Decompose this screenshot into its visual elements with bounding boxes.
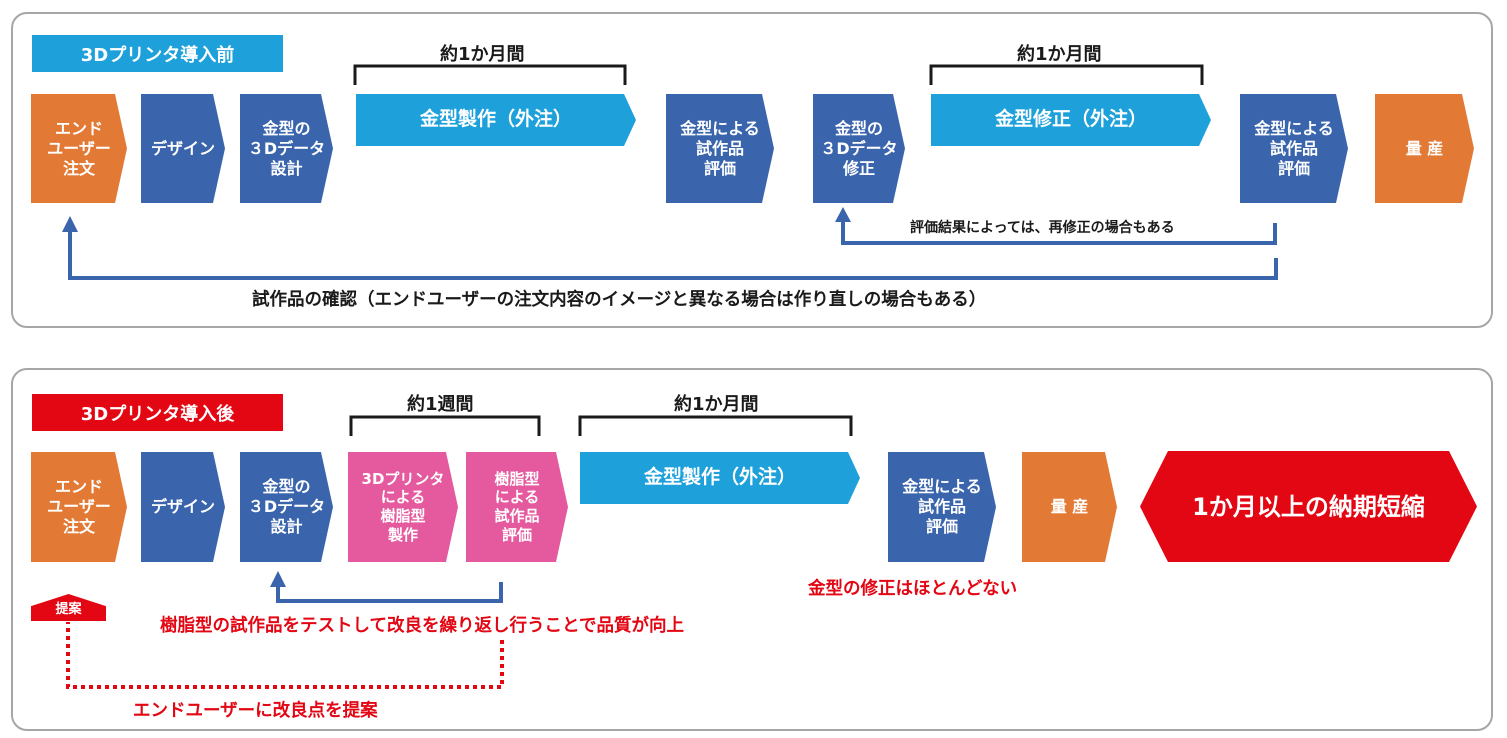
before-duration-1: 約1か月間 (440, 44, 525, 65)
after-duration-2: 約1か月間 (674, 394, 759, 415)
before-refix-arrowhead (835, 207, 851, 222)
after-loop-note: 樹脂型の試作品をテストして改良を繰り返し行うことで品質が向上 (160, 616, 684, 636)
after-step-3d-design: 金型の ３Dデータ 設計 (240, 452, 333, 562)
before-loop-note: 評価結果によっては、再修正の場合もある (910, 220, 1175, 236)
before-step-design: デザイン (141, 94, 225, 203)
after-step-mold-making: 金型製作（外注） (580, 452, 860, 504)
before-step-mold-making: 金型製作（外注） (356, 94, 636, 146)
before-refix-arrow (841, 222, 1277, 245)
before-step-mold-eval-2: 金型による 試作品 評価 (1240, 94, 1348, 203)
after-bracket-1 (349, 415, 541, 436)
after-duration-1: 約1週間 (407, 394, 474, 415)
after-improve-arrowhead (270, 571, 286, 587)
after-bottom-note: エンドユーザーに改良点を提案 (133, 701, 378, 721)
after-bracket-2 (578, 415, 853, 436)
after-mold-note: 金型の修正はほとんどない (808, 579, 1018, 599)
before-step-3d-fix: 金型の ３Dデータ 修正 (813, 94, 905, 203)
before-step-3d-design: 金型の ３Dデータ 設計 (240, 94, 333, 203)
before-step-order: エンド ユーザー 注文 (31, 94, 127, 203)
after-result-badge: 1か月以上の納期短縮 (1140, 451, 1477, 562)
after-improve-arrow (276, 582, 503, 603)
after-step-resin-mold: 3Dプリンタ による 樹脂型 製作 (348, 452, 458, 562)
after-step-mold-eval: 金型による 試作品 評価 (888, 452, 996, 562)
after-step-order: エンド ユーザー 注文 (31, 452, 127, 562)
after-proposal-dotted-loop (66, 622, 504, 689)
before-bracket-1 (353, 64, 627, 85)
after-step-mass-production: 量 産 (1022, 452, 1117, 562)
before-bracket-2 (929, 64, 1204, 85)
after-tag: 3Dプリンタ導入後 (32, 394, 283, 431)
before-step-mold-fix: 金型修正（外注） (931, 94, 1211, 146)
before-step-mold-eval-1: 金型による 試作品 評価 (666, 94, 774, 203)
before-confirm-arrowhead (62, 216, 78, 232)
after-step-resin-eval: 樹脂型 による 試作品 評価 (466, 452, 568, 562)
before-bottom-note: 試作品の確認（エンドユーザーの注文内容のイメージと異なる場合は作り直しの場合もあ… (252, 290, 987, 310)
after-step-design: デザイン (141, 452, 225, 562)
before-duration-2: 約1か月間 (1017, 44, 1102, 65)
before-tag: 3Dプリンタ導入前 (32, 35, 283, 72)
before-confirm-arrow (68, 232, 1278, 280)
before-step-mass-production: 量 産 (1375, 94, 1474, 203)
